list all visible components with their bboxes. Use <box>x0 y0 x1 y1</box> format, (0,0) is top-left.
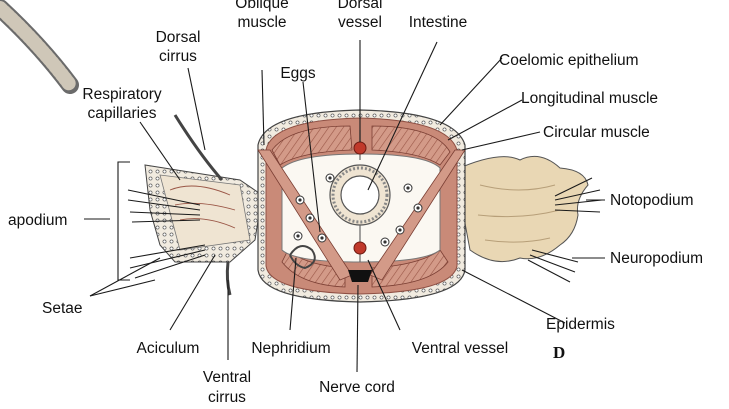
label-epidermis: Epidermis <box>546 316 615 333</box>
label-respiratory-capillaries-line1: Respiratory <box>82 86 161 103</box>
label-dorsal-vessel-line2: vessel <box>338 14 382 31</box>
label-respiratory-capillaries-line2: capillaries <box>88 105 157 122</box>
label-circular-muscle: Circular muscle <box>543 124 650 141</box>
label-notopodium: Notopodium <box>610 192 694 209</box>
label-ventral-cirrus-line2: cirrus <box>208 389 246 406</box>
label-ventral-vessel: Ventral vessel <box>412 340 509 357</box>
label-oblique-muscle-line1: Oblique <box>235 0 288 12</box>
notopodium-lobe <box>455 156 588 261</box>
label-eggs: Eggs <box>280 65 316 82</box>
label-setae: Setae <box>42 300 83 317</box>
label-longitudinal-muscle: Longitudinal muscle <box>521 90 658 107</box>
label-coelomic-epithelium: Coelomic epithelium <box>499 52 639 69</box>
intestine <box>330 165 390 225</box>
label-nephridium: Nephridium <box>251 340 330 357</box>
label-parapodium: apodium <box>8 212 67 229</box>
label-dorsal-vessel-line1: Dorsal <box>338 0 383 12</box>
panel-letter: D <box>553 343 565 362</box>
label-dorsal-cirrus-line1: Dorsal <box>156 29 201 46</box>
label-neuropodium: Neuropodium <box>610 250 703 267</box>
whole-worm-fragment <box>0 8 70 85</box>
label-ventral-cirrus-line1: Ventral <box>203 369 251 386</box>
label-intestine: Intestine <box>409 14 468 31</box>
label-dorsal-cirrus-line2: cirrus <box>159 48 197 65</box>
label-oblique-muscle-line2: muscle <box>237 14 286 31</box>
dorsal-cirrus-shape <box>175 115 222 180</box>
label-nerve-cord: Nerve cord <box>319 379 395 396</box>
label-aciculum: Aciculum <box>137 340 200 357</box>
nerve-cord <box>348 270 372 282</box>
